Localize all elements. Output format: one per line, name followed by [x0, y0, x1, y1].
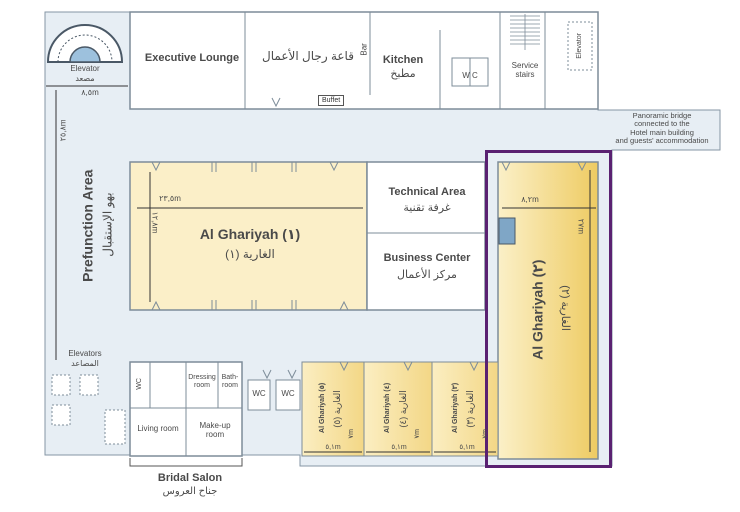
al-ghariyah-3-label-ar: الغارية (٣) — [465, 390, 476, 428]
al-ghariyah-1-width: ٢٣,٥m — [159, 194, 181, 203]
al-ghariyah-2-height: ٢٧m — [576, 218, 586, 235]
wc-1-label: WC — [252, 389, 266, 398]
prefunction-dimension: ٢٥,٨m — [58, 119, 68, 142]
bathroom-label: Bath- room — [221, 374, 239, 389]
al-ghariyah-5-width: ٥,١m — [325, 444, 341, 451]
technical-area-label-en: Technical Area — [388, 186, 466, 198]
al-ghariyah-4-label-en: Al Ghariyah (٤) — [384, 382, 392, 433]
wc-box-2 — [275, 379, 301, 411]
wc-2-label: WC — [281, 389, 295, 398]
al-ghariyah-2-label-ar: الغارية (٢) — [559, 285, 572, 331]
al-ghariyah-1-height: ١٢,٨m — [150, 211, 160, 234]
elevators-bottom-boxes — [51, 374, 126, 445]
al-ghariyah-5-label-ar: الغارية (٥) — [332, 390, 343, 428]
technical-area-label-ar: غرفة تقنية — [403, 202, 451, 214]
executive-lounge-label-en: Executive Lounge — [144, 52, 240, 64]
al-ghariyah-4-label-ar: الغارية (٤) — [398, 390, 409, 428]
service-block — [366, 161, 486, 311]
elevators-bottom-label-ar: المصاعد — [71, 359, 99, 368]
elevator-rotunda — [46, 24, 124, 63]
wc-box-1 — [247, 379, 271, 411]
al-ghariyah-5-label-en: Al Ghariyah (٥) — [319, 382, 327, 433]
al-ghariyah-2-label-en: Al Ghariyah (٢) — [529, 259, 546, 360]
elevator-top-right-box — [567, 21, 593, 71]
al-ghariyah-5-height: ٧m — [348, 429, 356, 439]
executive-lounge-label-ar: قاعة رجال الأعمال — [262, 49, 354, 63]
prefunction-label-en: Prefunction Area — [79, 169, 96, 282]
pillar — [498, 217, 516, 245]
elevator-top-right-label: Elevator — [576, 33, 584, 59]
selected-hall-highlight[interactable] — [485, 150, 612, 468]
makeup-room-label: Make-up room — [199, 421, 231, 439]
hall-columns — [211, 162, 297, 310]
stairs-icon — [510, 14, 540, 50]
elevator-top-left-label-en: Elevator — [70, 64, 100, 73]
al-ghariyah-2-width: ٨,٢m — [521, 195, 539, 204]
al-ghariyah-1-label-en: Al Ghariyah (١) — [199, 226, 301, 242]
living-room-label: Living room — [137, 424, 179, 433]
al-ghariyah-3-height: ٧m — [482, 429, 490, 439]
panoramic-bridge-label: Panoramic bridge connected to the Hotel … — [615, 111, 709, 145]
kitchen-label-en: Kitchen — [382, 54, 424, 66]
al-ghariyah-2-hall — [497, 161, 599, 460]
elevator-dimension: ٨,٥m — [81, 88, 99, 97]
wc-top-label: W C — [462, 71, 478, 80]
prefunction-label-ar: بهو الإستقبال — [100, 192, 115, 257]
al-ghariyah-1-label-ar: الغارية (١) — [225, 247, 275, 261]
business-center-label-en: Business Center — [383, 252, 471, 264]
dressing-room-label: Dressing room — [188, 374, 216, 389]
door-markers — [151, 97, 587, 380]
al-ghariyah-4-height: ٧m — [414, 429, 422, 439]
al-ghariyah-5-hall — [301, 361, 365, 457]
al-ghariyah-1-hall — [129, 161, 368, 311]
elevator-top-left-label-ar: مصعد — [75, 74, 95, 83]
dimension-lines — [46, 85, 596, 453]
al-ghariyah-4-hall — [363, 361, 433, 457]
bar-label: Bar — [359, 43, 369, 56]
al-ghariyah-3-label-en: Al Ghariyah (٣) — [452, 382, 460, 433]
service-stairs-label: Service stairs — [511, 61, 539, 79]
bridal-bracket — [129, 458, 243, 467]
kitchen-label-ar: مطبخ — [390, 68, 416, 80]
al-ghariyah-4-width: ٥,١m — [391, 444, 407, 451]
bridal-salon-label-en: Bridal Salon — [157, 472, 223, 484]
al-ghariyah-3-width: ٥,١m — [459, 444, 475, 451]
business-center-label-ar: مركز الأعمال — [397, 269, 457, 281]
wc-bridal-label: WC — [136, 378, 144, 390]
buffet-label: Buffet — [318, 95, 345, 106]
bridal-salon-label-ar: جناح العروس — [162, 486, 218, 497]
elevators-bottom-label-en: Elevators — [68, 349, 102, 358]
